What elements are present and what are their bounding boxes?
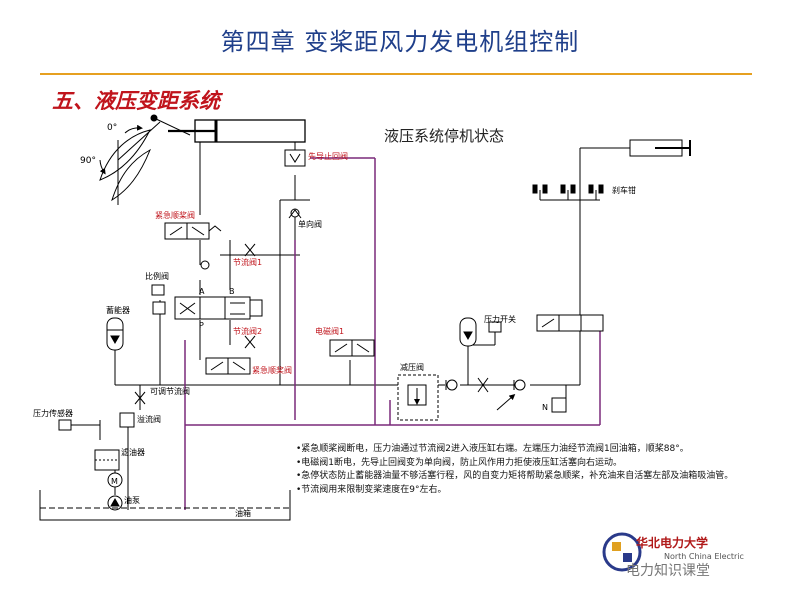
check-valve <box>288 208 302 219</box>
blade-pitch-sketch <box>99 114 191 205</box>
note-item: •紧急顺桨阀断电，压力油通过节流阀2进入液压缸右端。左端压力油经节流阀1回油箱，… <box>296 444 689 454</box>
tank <box>39 490 291 521</box>
angle-90-label: 90° <box>80 156 96 166</box>
port-a-label: A <box>199 287 205 296</box>
brake-cylinder <box>629 139 691 157</box>
state-label: 液压系统停机状态 <box>384 127 505 145</box>
pitch-cylinder <box>168 119 306 143</box>
pressure-switch-label: 压力开关 <box>484 314 516 324</box>
proportional-label: 比例阀 <box>145 271 169 281</box>
title-divider <box>40 73 752 75</box>
pressure-sensor <box>58 419 72 431</box>
brake-label: 刹车钳 <box>612 185 636 195</box>
solenoid-1-label: 电磁阀1 <box>315 326 344 336</box>
overflow-label: 溢流阀 <box>137 414 161 424</box>
emergency-valve-2-label: 紧急顺桨阀 <box>252 365 292 375</box>
adjustable-throttle <box>134 391 146 405</box>
n-valve <box>551 397 567 413</box>
return-lines <box>184 157 601 510</box>
accumulator-label: 蓄能器 <box>106 305 130 315</box>
port-p-label: P <box>199 321 204 330</box>
emergency-valve-1-label: 紧急顺桨阀 <box>155 210 195 220</box>
pressure-switch <box>459 317 502 347</box>
throttle-valve-2 <box>244 335 256 349</box>
pressure-reducing-valve <box>397 374 439 421</box>
explanation-notes: •紧急顺桨阀断电，压力油通过节流阀2进入液压缸右端。左端压力油经节流阀1回油箱，… <box>296 443 786 497</box>
port-b-label: B <box>229 287 235 296</box>
section-heading: 五、液压变距系统 <box>52 88 220 113</box>
brake-calipers <box>532 184 604 194</box>
n-valve-label: N <box>542 403 548 412</box>
tank-label: 油箱 <box>235 508 251 518</box>
overflow-valve <box>119 412 135 428</box>
motor-label: M <box>111 477 118 486</box>
watermark: 电力知识课堂 <box>626 563 710 579</box>
logo-sub: North China Electric <box>664 552 744 561</box>
check-valve-label: 单向阀 <box>298 219 322 229</box>
pressure-reducing-label: 减压阀 <box>400 362 424 372</box>
main-check-valves <box>445 377 526 411</box>
pilot-check-label: 先导止回阀 <box>308 151 348 161</box>
note-item: •节流阀用来限制变桨速度在9°左右。 <box>296 484 447 495</box>
throttle-valve-1 <box>200 243 256 270</box>
accumulator <box>106 317 124 351</box>
pilot-check-valve <box>284 149 306 167</box>
filter-label: 滤油器 <box>121 447 145 457</box>
logo-name: 华北电力大学 <box>636 536 709 550</box>
emergency-valve-2 <box>205 357 251 375</box>
throttle-1-label: 节流阀1 <box>233 257 262 267</box>
page-title: 第四章 变桨距风力发电机组控制 <box>220 28 580 56</box>
solenoid-valve-1 <box>329 339 375 357</box>
angle-0-label: 0° <box>107 123 117 133</box>
adjustable-throttle-label: 可调节流阀 <box>150 386 190 396</box>
pressure-sensor-label: 压力传感器 <box>33 408 73 418</box>
motor-pump <box>107 472 123 511</box>
note-item: •急停状态防止蓄能器油量不够活塞行程，风的自变力矩将帮助紧急顺桨，补充油来自活塞… <box>296 471 734 481</box>
brake-valve <box>536 314 604 332</box>
pump-label: 油泵 <box>124 495 140 505</box>
proportional-valve <box>151 284 263 320</box>
note-item: •电磁阀1断电，先导止回阀变为单向阀，防止风作用力拒使液压缸活塞向右运动。 <box>296 457 623 468</box>
throttle-2-label: 节流阀2 <box>233 326 262 336</box>
filter <box>94 449 120 471</box>
emergency-valve-1 <box>164 222 222 240</box>
